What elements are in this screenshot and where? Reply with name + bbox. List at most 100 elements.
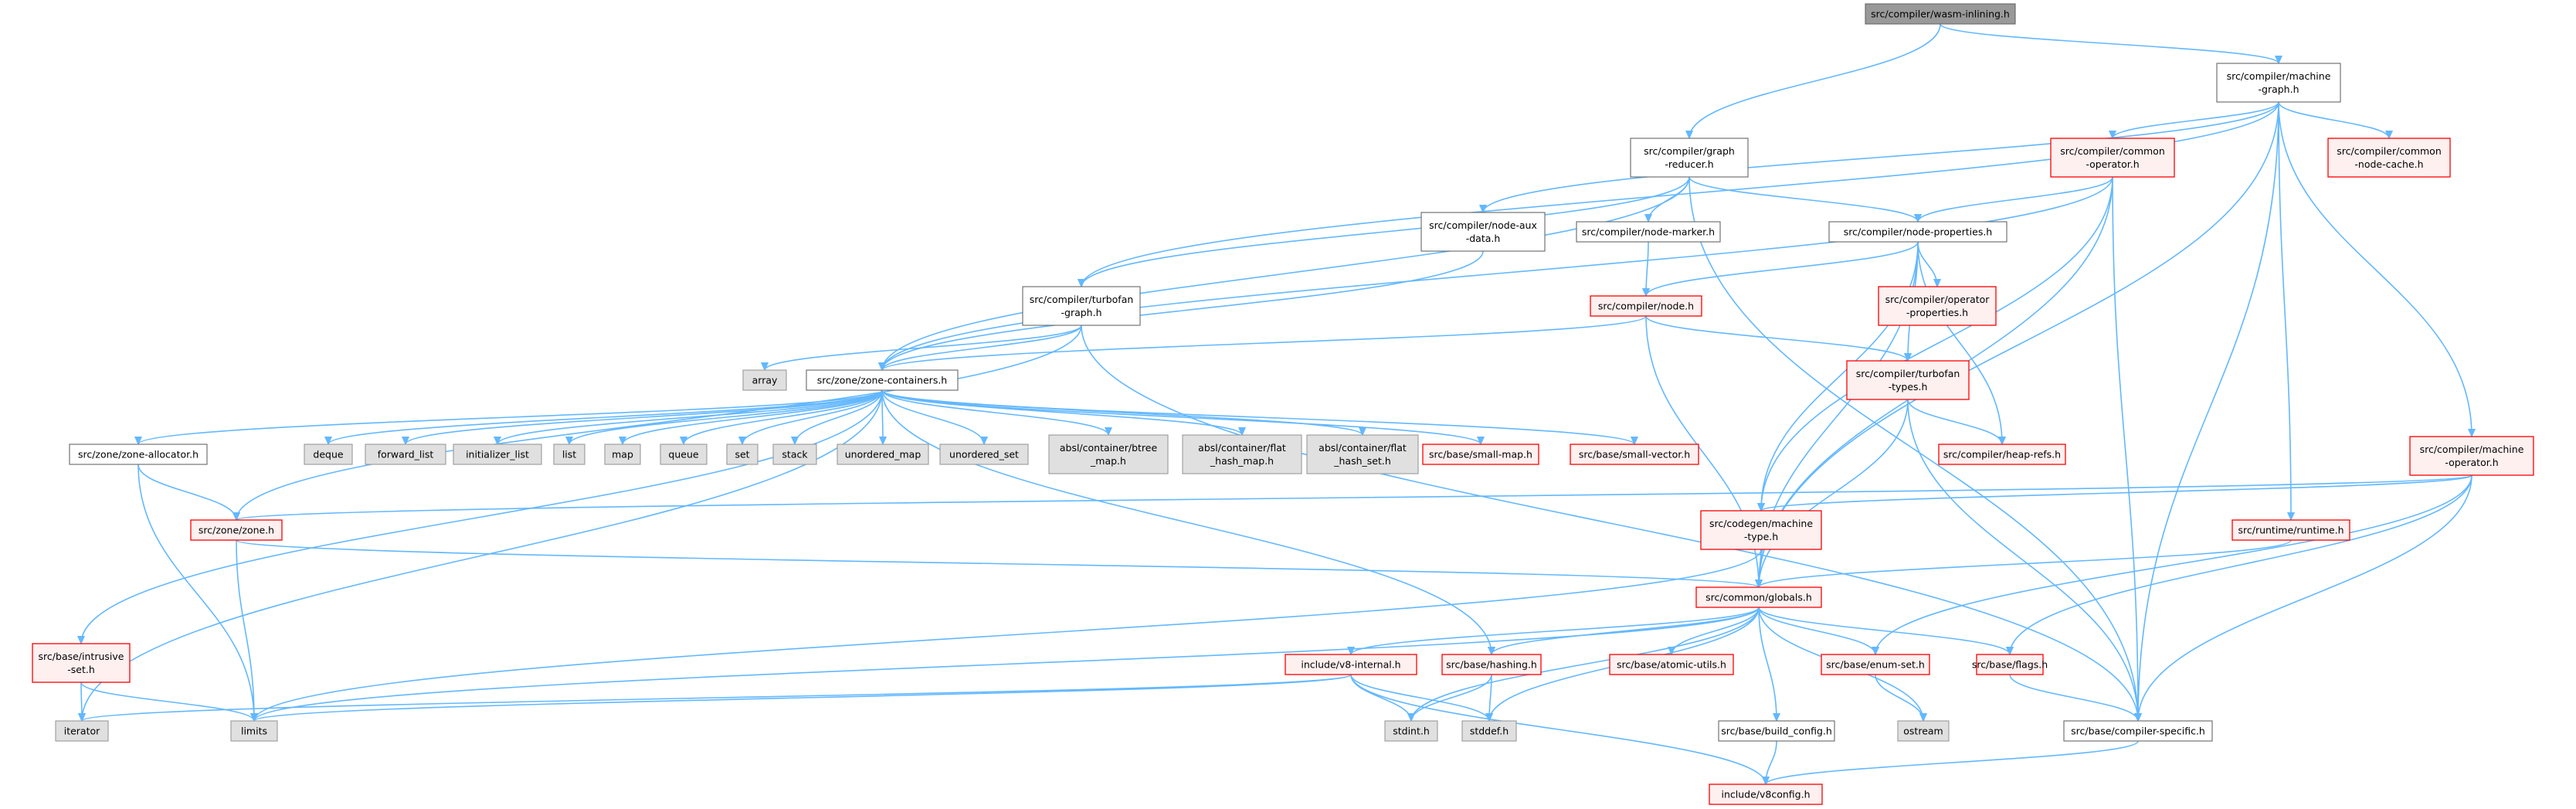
edge-enum-set-to-ostream [1875,674,1923,721]
edge-node-aux-data-to-zone-containers [882,250,1484,370]
node-zone-allocator[interactable]: src/zone/zone-allocator.h [69,444,208,465]
node-heap-refs[interactable]: src/compiler/heap-refs.h [1938,444,2066,465]
node-box [806,369,959,391]
edge-zone-containers-to-small-map [881,389,1481,444]
node-label: src/compiler/node-aux [1429,219,1537,231]
edge-zone-containers-to-btree-map [881,389,1108,435]
edge-zone-allocator-to-limits [137,464,254,721]
node-v8config[interactable]: include/v8config.h [1709,784,1823,805]
node-box [604,444,641,465]
node-box [837,444,929,465]
node-common-operator[interactable]: src/compiler/common-operator.h [2050,138,2175,178]
edge-machine-type-to-limits [254,549,1762,721]
node-runtime[interactable]: src/runtime/runtime.h [2232,519,2350,541]
node-wasm-inlining[interactable]: src/compiler/wasm-inlining.h [1865,3,2016,25]
node-label: src/base/flags.h [1972,659,2048,671]
node-small-map[interactable]: src/base/small-map.h [1422,444,1539,465]
node-label: deque [313,449,343,461]
node-node-aux-data[interactable]: src/compiler/node-aux-data.h [1420,212,1546,252]
edge-intrusive-set-to-iterator [81,682,82,721]
node-enum-set[interactable]: src/base/enum-set.h [1821,654,1930,675]
node-label: ostream [1903,726,1943,737]
edge-runtime-to-globals [1759,539,2292,587]
node-node[interactable]: src/compiler/node.h [1590,295,1702,317]
node-hashing[interactable]: src/base/hashing.h [1441,654,1542,675]
node-zone[interactable]: src/zone/zone.h [190,519,283,541]
node-compiler-specific[interactable]: src/base/compiler-specific.h [2063,720,2213,742]
node-label: initializer_list [466,449,529,461]
node-map: map [604,444,641,465]
edge-machine-operator-to-zone [236,474,2472,520]
node-machine-graph[interactable]: src/compiler/machine-graph.h [2216,63,2341,103]
edge-graph-reducer-to-node-properties [1688,176,1918,222]
node-box [2216,63,2341,103]
node-queue: queue [660,444,708,465]
edge-zone-allocator-to-zone [137,464,236,520]
edge-zone-containers-to-flat-hash-set [881,389,1363,435]
edge-turbofan-graph-to-array [765,325,1082,370]
node-operator-properties[interactable]: src/compiler/operator-properties.h [1878,286,1997,326]
node-label: src/compiler/operator [1885,294,1991,305]
node-box [1938,444,2066,465]
node-zone-containers[interactable]: src/zone/zone-containers.h [806,369,959,391]
node-label: -operator.h [2086,158,2139,170]
node-v8-internal[interactable]: include/v8-internal.h [1285,654,1417,675]
node-box [1048,434,1169,474]
edge-turbofan-types-to-heap-refs [1907,399,2002,444]
node-turbofan-graph[interactable]: src/compiler/turbofan-graph.h [1022,286,1141,326]
edge-zone-containers-to-initializer-list [497,389,883,444]
node-node-marker[interactable]: src/compiler/node-marker.h [1576,221,1721,243]
edge-turbofan-graph-to-compiler-specific [1081,325,2138,721]
node-common-node-cache[interactable]: src/compiler/common-node-cache.h [2327,138,2451,178]
node-graph-reducer[interactable]: src/compiler/graph-reducer.h [1630,138,1749,178]
node-box [1590,295,1702,317]
node-box [772,444,817,465]
node-box [453,444,542,465]
node-build-config[interactable]: src/base/build_config.h [1718,720,1835,742]
node-flags[interactable]: src/base/flags.h [1972,654,2048,675]
edge-intrusive-set-to-limits [80,682,254,721]
node-intrusive-set[interactable]: src/base/intrusive-set.h [32,643,131,683]
node-label: -reducer.h [1665,158,1713,170]
edge-node-to-turbofan-types [1645,315,1908,361]
node-btree-map: absl/container/btree_map.h [1048,434,1169,474]
node-label: set [735,449,749,461]
node-label: src/base/build_config.h [1721,726,1832,737]
node-box [32,643,131,683]
edge-globals-to-stdint [1411,607,1760,721]
node-small-vector[interactable]: src/base/small-vector.h [1570,444,1699,465]
node-label: src/zone/zone-containers.h [817,375,947,386]
node-box [1865,3,2016,25]
edge-flags-to-compiler-specific [2009,674,2138,721]
edge-machine-graph-to-node-aux-data [1483,101,2279,212]
node-atomic-utils[interactable]: src/base/atomic-utils.h [1609,654,1734,675]
edge-zone-containers-to-stack [795,389,883,444]
node-node-properties[interactable]: src/compiler/node-properties.h [1828,221,2008,243]
node-box [1700,510,1822,550]
node-label: _hash_map.h [1210,455,1274,467]
node-box [1570,444,1699,465]
edge-hashing-to-stddef [1489,674,1492,721]
node-box [2063,720,2213,742]
edge-zone-containers-to-set [742,389,883,444]
node-limits: limits [230,720,278,742]
node-box [660,444,708,465]
node-label: absl/container/flat [1319,442,1407,454]
node-label: src/compiler/machine [2227,70,2331,82]
node-flat-hash-set: absl/container/flat_hash_set.h [1306,434,1419,474]
node-turbofan-types[interactable]: src/compiler/turbofan-types.h [1846,360,1970,400]
node-machine-operator[interactable]: src/compiler/machine-operator.h [2409,436,2534,476]
node-label: list [562,449,576,461]
node-box [1846,360,1970,400]
node-machine-type[interactable]: src/codegen/machine-type.h [1700,510,1822,550]
node-box [742,369,787,391]
node-globals[interactable]: src/common/globals.h [1695,586,1822,608]
edge-globals-to-atomic-utils [1672,607,1760,654]
node-box [726,444,759,465]
node-box [2232,519,2350,541]
node-box [1576,221,1721,243]
node-ostream: ostream [1897,720,1950,742]
node-box [2409,436,2534,476]
edge-globals-to-flags [1758,607,2010,654]
